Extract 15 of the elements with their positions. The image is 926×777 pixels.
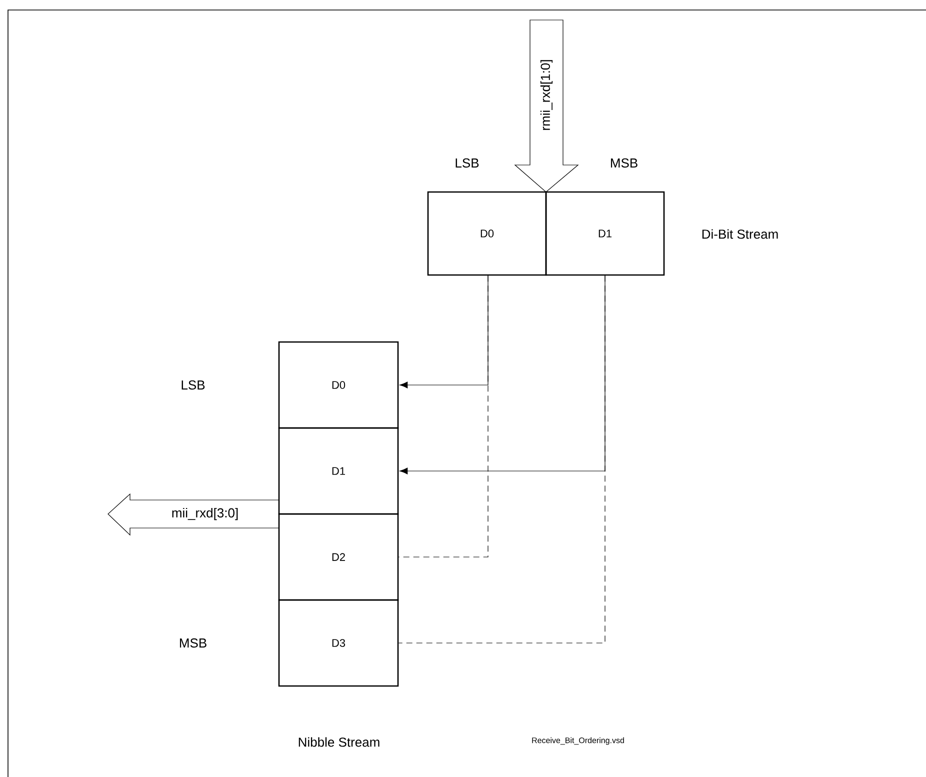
bit-cell: D0 [427,191,547,276]
bit-label: MSB [611,158,638,168]
stream-label: Di-Bit Stream [702,229,778,239]
bit-label: LSB [456,158,479,168]
dashed-connector [398,275,488,558]
bit-label: MSB [180,638,206,648]
stream-label: Nibble Stream [298,737,380,747]
bit-cell: D1 [278,427,399,515]
dashed-connector [398,275,606,644]
bit-cell: D3 [278,599,399,687]
bit-cell: D2 [278,513,399,601]
bit-cell: D1 [545,191,665,276]
file-name: Receive_Bit_Ordering.vsd [532,737,624,745]
bit-cell: D0 [278,341,399,429]
bit-label: LSB [182,380,205,390]
